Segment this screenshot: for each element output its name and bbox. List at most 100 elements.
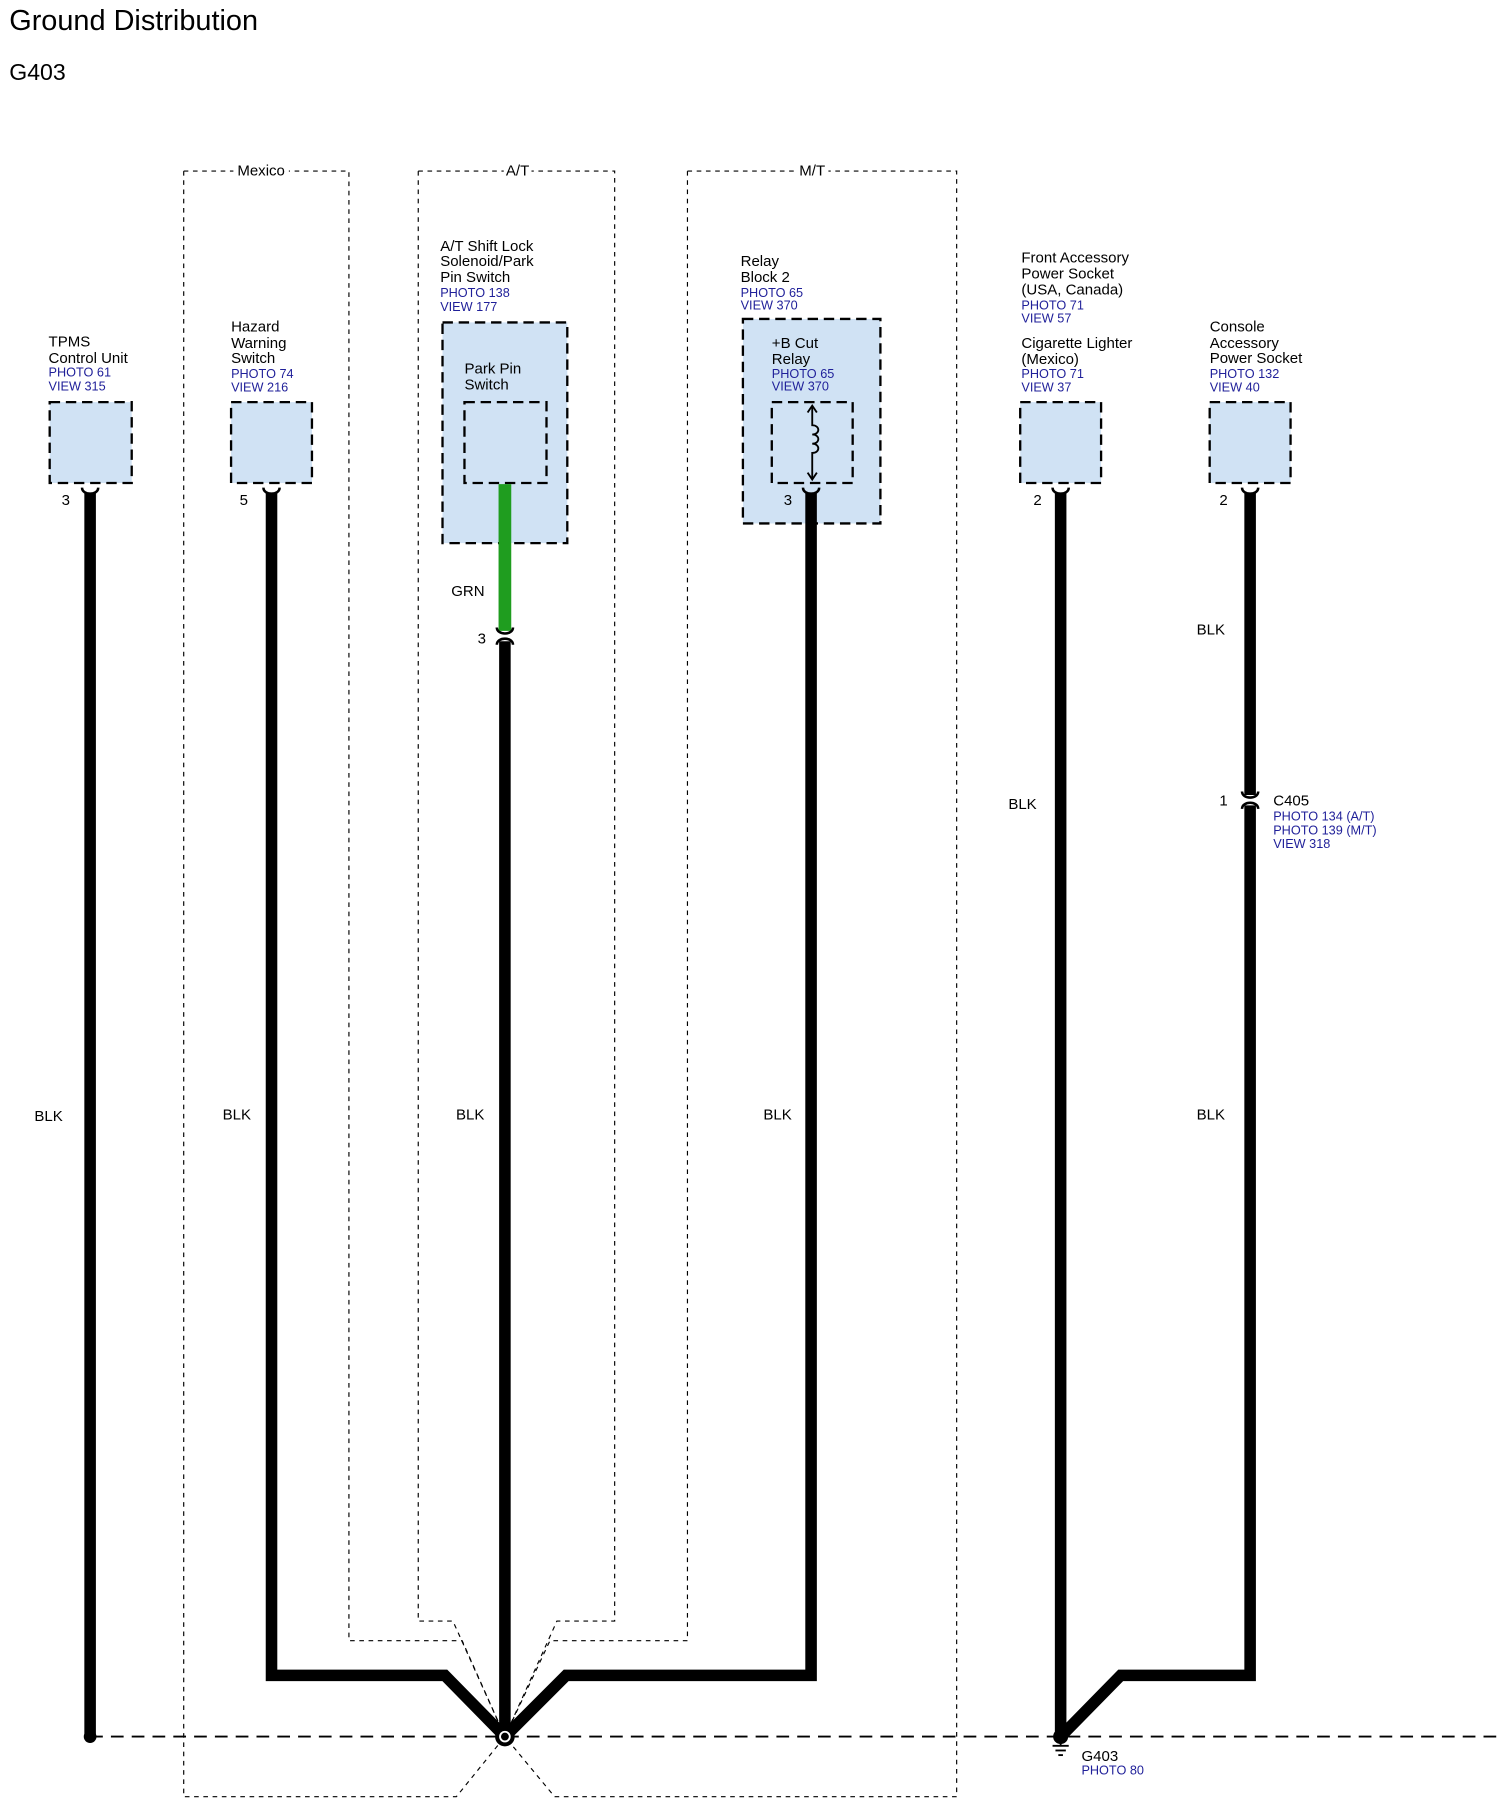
ground-icon xyxy=(1052,1740,1069,1757)
front-socket-label-line-1: Front Accessory xyxy=(1021,249,1129,266)
option-group-mexico-label-bg xyxy=(233,161,289,181)
terminal-icon xyxy=(495,627,515,635)
console-socket-label-line-2: Accessory xyxy=(1210,335,1280,352)
terminal-icon xyxy=(80,487,100,495)
console-socket-label-line-3: Power Socket xyxy=(1210,350,1303,367)
front-socket-label-line-2: Power Socket xyxy=(1021,266,1114,283)
option-group-at-outline xyxy=(417,170,616,1737)
relay-pin-number: 3 xyxy=(784,492,792,509)
hazard-view-link[interactable]: VIEW 216 xyxy=(231,381,288,395)
splice-node-icon xyxy=(495,1726,515,1747)
tpms-pin-number: 3 xyxy=(62,492,70,509)
relay-block-label-line-2: Block 2 xyxy=(741,269,790,286)
option-group-mexico: Mexico xyxy=(183,161,506,1798)
hazard-connector-box xyxy=(229,400,314,485)
shift-lock-view-link[interactable]: VIEW 177 xyxy=(440,300,497,314)
cigarette-lighter-view-link[interactable]: VIEW 37 xyxy=(1021,381,1071,395)
terminal-icon xyxy=(1240,791,1260,799)
b-cut-relay-label-line-2: Relay xyxy=(772,351,811,368)
terminal-icon xyxy=(495,637,515,646)
relay-ground-wire xyxy=(500,493,817,1741)
tpms-connector-box xyxy=(48,400,133,485)
cigarette-lighter-label-line-1: Cigarette Lighter xyxy=(1021,335,1132,352)
b-cut-relay-label-line-1: +B Cut xyxy=(772,335,819,352)
tpms-photo-link[interactable]: PHOTO 61 xyxy=(49,366,112,380)
tpms-label-line-1: TPMS xyxy=(49,334,91,351)
shift-lock-label-line-2: Solenoid/Park xyxy=(440,253,534,270)
connector-c405: 1 C405 PHOTO 134 (A/T) PHOTO 139 (M/T) V… xyxy=(1219,792,1376,851)
hazard-warning-switch: Hazard Warning Switch PHOTO 74 VIEW 216 … xyxy=(223,319,510,1741)
option-group-mexico-label: Mexico xyxy=(237,163,285,180)
console-socket-photo-link[interactable]: PHOTO 132 xyxy=(1210,367,1280,381)
b-cut-relay-photo-link[interactable]: PHOTO 65 xyxy=(772,367,835,381)
c405-name: C405 xyxy=(1273,792,1309,809)
page-subtitle: G403 xyxy=(9,59,66,85)
console-socket-pin-number: 2 xyxy=(1219,492,1227,509)
option-group-mt-label-bg xyxy=(796,161,829,181)
tpms-ground-point xyxy=(83,1730,97,1743)
terminal-icon xyxy=(262,487,281,495)
c405-view-link[interactable]: VIEW 318 xyxy=(1273,837,1330,851)
front-socket-wire-color-label: BLK xyxy=(1008,796,1036,813)
hazard-wire-color-label: BLK xyxy=(223,1107,251,1124)
option-group-mt: M/T xyxy=(504,161,958,1798)
terminal-icon xyxy=(1051,487,1071,495)
c405-photo-at-link[interactable]: PHOTO 134 (A/T) xyxy=(1273,809,1374,823)
console-socket-lower-wire-color-label: BLK xyxy=(1197,1107,1225,1124)
page-title: Ground Distribution xyxy=(9,5,258,37)
front-socket-photo-link[interactable]: PHOTO 71 xyxy=(1021,299,1084,313)
hazard-photo-link[interactable]: PHOTO 74 xyxy=(231,367,294,381)
cigarette-lighter-photo-link[interactable]: PHOTO 71 xyxy=(1021,367,1084,381)
option-group-at-label-bg xyxy=(503,161,532,181)
console-socket-view-link[interactable]: VIEW 40 xyxy=(1210,381,1260,395)
front-socket-label-line-3: (USA, Canada) xyxy=(1021,282,1123,299)
park-pin-switch-box xyxy=(463,400,548,485)
ground-g403-name: G403 xyxy=(1081,1748,1118,1765)
relay-block-label-line-1: Relay xyxy=(741,253,780,270)
splice-node-outer xyxy=(495,1726,515,1747)
hazard-ground-wire xyxy=(265,493,510,1741)
relay-block-photo-link[interactable]: PHOTO 65 xyxy=(741,286,804,300)
relay-coil-icon xyxy=(806,403,820,482)
hazard-label-line-3: Switch xyxy=(231,350,275,367)
shift-lock-lower-wire-color-label: BLK xyxy=(456,1107,484,1124)
c405-photo-mt-link[interactable]: PHOTO 139 (M/T) xyxy=(1273,823,1376,837)
option-group-at-label: A/T xyxy=(506,163,529,180)
b-cut-relay-view-link[interactable]: VIEW 370 xyxy=(772,380,829,394)
shift-lock-solenoid: A/T Shift Lock Solenoid/Park Pin Switch … xyxy=(440,238,569,1737)
park-pin-switch-label-line-1: Park Pin xyxy=(464,360,521,377)
option-group-mt-label: M/T xyxy=(799,163,825,180)
console-socket-connector-box xyxy=(1208,400,1292,485)
tpms-label-line-2: Control Unit xyxy=(49,350,129,367)
cigarette-lighter-label-line-2: (Mexico) xyxy=(1021,351,1079,368)
tpms-control-unit: TPMS Control Unit PHOTO 61 VIEW 315 3 BL… xyxy=(34,334,133,1743)
front-socket-pin-number: 2 xyxy=(1033,492,1041,509)
park-pin-switch-label-line-2: Switch xyxy=(464,376,508,393)
shift-lock-upper-wire-color-label: GRN xyxy=(451,583,484,600)
ground-g403-photo-link[interactable]: PHOTO 80 xyxy=(1081,1764,1144,1778)
relay-arrow-down-icon xyxy=(806,472,818,482)
shift-lock-photo-link[interactable]: PHOTO 138 xyxy=(440,286,510,300)
c405-pin-number: 1 xyxy=(1219,792,1227,809)
front-socket-connector-box xyxy=(1019,400,1103,485)
console-socket-upper-wire-color-label: BLK xyxy=(1197,621,1225,638)
hazard-label-line-2: Warning xyxy=(231,335,286,352)
ground-g403-point xyxy=(1053,1729,1069,1745)
hazard-label-line-1: Hazard xyxy=(231,319,279,336)
front-socket-view-link[interactable]: VIEW 57 xyxy=(1021,311,1071,325)
ground-g403: G403 PHOTO 80 xyxy=(1052,1729,1144,1778)
shift-lock-inline-pin-number: 3 xyxy=(478,631,486,648)
console-socket-label-line-1: Console xyxy=(1210,319,1265,336)
relay-block-2: Relay Block 2 PHOTO 65 VIEW 370 +B Cut R… xyxy=(500,253,882,1741)
terminal-icon xyxy=(1240,487,1260,495)
shift-lock-label-line-1: A/T Shift Lock xyxy=(440,238,534,255)
terminal-icon xyxy=(801,487,821,495)
relay-block-view-link[interactable]: VIEW 370 xyxy=(741,299,798,313)
relay-wire-color-label: BLK xyxy=(763,1107,791,1124)
relay-coil-winding xyxy=(811,406,820,479)
tpms-view-link[interactable]: VIEW 315 xyxy=(49,380,106,394)
option-group-at: A/T xyxy=(417,161,616,1737)
terminal-icon xyxy=(1240,801,1260,810)
